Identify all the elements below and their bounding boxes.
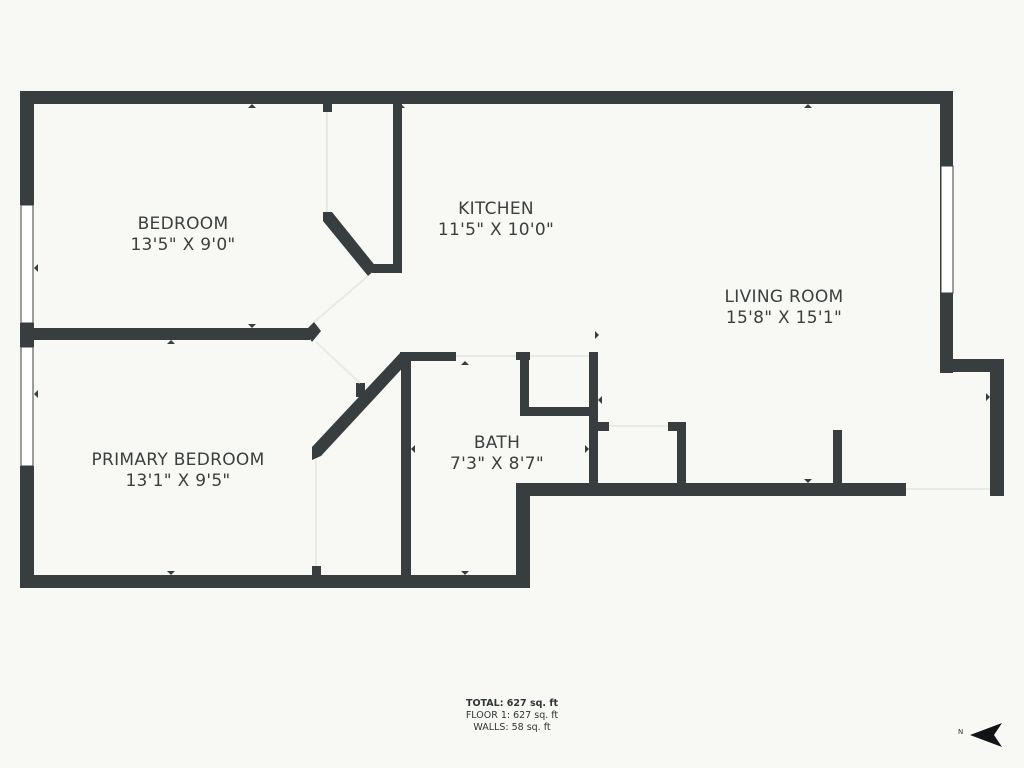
wall-bedroom-closet-right (393, 98, 402, 273)
wall-bedroom-closet-stub (323, 98, 332, 112)
wall-bath-right-lower (589, 422, 598, 492)
marker (397, 104, 405, 108)
room-name: BATH (473, 433, 521, 453)
wall-bottom-right (516, 483, 906, 496)
marker (598, 396, 602, 404)
marker (461, 361, 469, 365)
compass-letter: N (958, 728, 964, 736)
wall-top (20, 91, 952, 104)
door-primary-bedroom (315, 341, 361, 384)
marker (585, 445, 589, 453)
window-living-room (940, 165, 954, 294)
marker (34, 390, 38, 398)
marker (248, 104, 256, 108)
wall-closet-top-left (589, 422, 609, 431)
wall-left-lower (20, 466, 34, 588)
floor-area: FLOOR 1: 627 sq. ft (465, 710, 559, 721)
wall-closet-right (677, 422, 686, 492)
wall-bath-right-upper (589, 352, 598, 422)
wall-bottom-left (20, 575, 530, 588)
marker (34, 264, 38, 272)
wall-bath-right (516, 483, 530, 588)
marker (461, 571, 469, 575)
wall-right-step (940, 359, 1004, 372)
window-primary-bedroom-left (20, 346, 34, 467)
wall-bath-left (401, 352, 411, 588)
total-area: TOTAL: 627 sq. ft (466, 698, 558, 709)
room-size: 15'8" X 15'1" (725, 308, 843, 328)
room-name: KITCHEN (458, 199, 534, 219)
marker (595, 331, 599, 339)
marker (248, 324, 256, 328)
marker (804, 104, 812, 108)
room-name: LIVING ROOM (724, 287, 844, 307)
marker (411, 445, 415, 453)
window-bedroom-left (20, 204, 34, 324)
room-label-kitchen: KITCHEN 11'5" X 10'0" (438, 199, 554, 241)
door-bedroom (313, 275, 369, 323)
interior-walls (20, 98, 842, 588)
area-totals: TOTAL: 627 sq. ft FLOOR 1: 627 sq. ft WA… (466, 698, 558, 734)
door-openings (313, 112, 990, 566)
outer-walls (20, 91, 1004, 588)
north-arrow-icon (970, 723, 1002, 747)
compass: N (958, 720, 1008, 750)
marker (167, 340, 175, 344)
wall-bedroom-corner-node (305, 322, 321, 342)
marker (986, 393, 990, 401)
windows (20, 165, 954, 467)
wall-bath-shelf-bottom (520, 407, 595, 416)
wall-bedroom-closet-bottom (372, 264, 402, 273)
room-size: 11'5" X 10'0" (437, 220, 555, 240)
room-size: 13'5" X 9'0" (130, 235, 236, 255)
walls-area: WALLS: 58 sq. ft (473, 722, 551, 733)
room-label-bedroom: BEDROOM 13'5" X 9'0" (130, 214, 235, 256)
room-label-living-room: LIVING ROOM 15'8" X 15'1" (725, 287, 844, 329)
wall-primary-closet-stub-top (356, 383, 365, 397)
room-size: 7'3" X 8'7" (449, 454, 545, 474)
room-name: BEDROOM (137, 214, 229, 234)
wall-bedroom-divider (20, 328, 310, 340)
wall-primary-closet-stub-bottom (312, 566, 321, 578)
room-label-primary-bedroom: PRIMARY BEDROOM 13'1" X 9'5" (91, 450, 264, 492)
wall-living-stub (833, 430, 842, 490)
marker (804, 479, 812, 483)
wall-bedroom-closet-diagonal (323, 212, 377, 276)
marker (167, 571, 175, 575)
room-name: PRIMARY BEDROOM (91, 450, 265, 470)
wall-left-upper (20, 91, 34, 205)
room-size: 13'1" X 9'5" (125, 471, 231, 491)
wall-markers (34, 104, 990, 575)
wall-bath-shelf-left (520, 352, 529, 416)
wall-primary-closet-diagonal (312, 352, 410, 460)
wall-bath-top (400, 352, 456, 361)
wall-right-lower (990, 359, 1004, 496)
room-label-bath: BATH 7'3" X 8'7" (450, 433, 544, 475)
